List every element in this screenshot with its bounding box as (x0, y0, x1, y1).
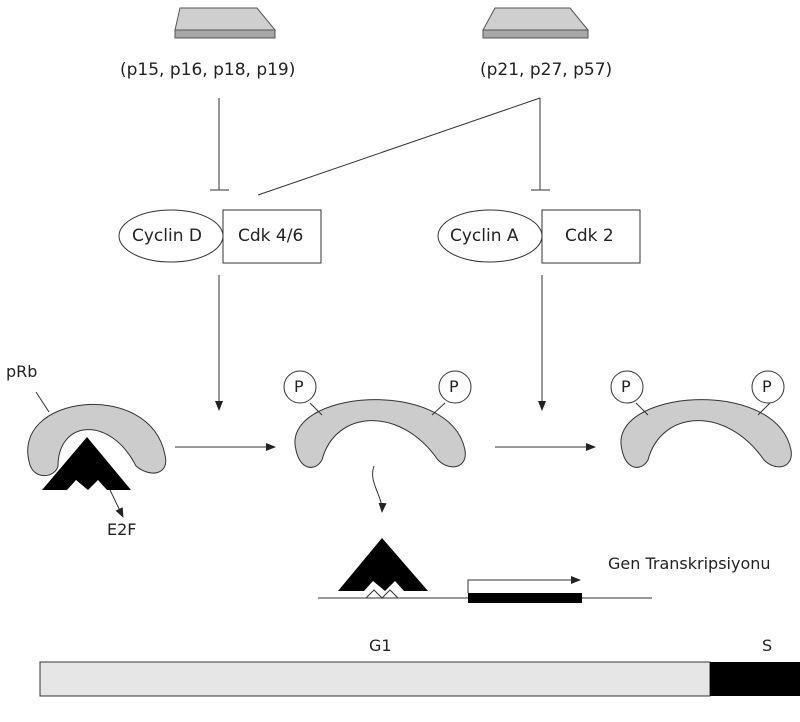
phase-s-label: S (762, 636, 773, 655)
e2f-label: E2F (107, 520, 137, 539)
cdk2-label: Cdk 2 (565, 226, 614, 246)
phospho-label-3b: P (762, 377, 772, 396)
prb-leader-line (35, 391, 50, 413)
cdk2-box (541, 209, 641, 264)
cdk46-label: Cdk 4/6 (238, 226, 304, 246)
e2f-bound-shape (42, 437, 131, 490)
phospho-label-3a: P (621, 377, 631, 396)
transcription-arrow (467, 576, 581, 593)
inhibitor-label-right: (p21, p27, p57) (480, 60, 613, 80)
gene-block (468, 593, 582, 603)
e2f-free-shape (338, 538, 428, 591)
inhibit-line-cross (257, 97, 541, 196)
phospho-link-2a (309, 402, 323, 416)
prb-shape-2 (294, 399, 466, 468)
prb-shape-1 (27, 403, 167, 477)
phospho-link-2b (431, 402, 446, 416)
phospho-circle-3a (610, 370, 644, 404)
phospho-link-3a (635, 402, 649, 416)
prb-label: pRb (6, 362, 38, 381)
inhibitor-shape-left (174, 7, 277, 39)
phase-bar-s (710, 662, 800, 696)
phospho-circle-2b (438, 370, 472, 404)
cyclin-d-label: Cyclin D (132, 226, 202, 246)
prb-shape-3 (620, 399, 792, 468)
curved-release-arrow (372, 465, 387, 513)
phase-g1-label: G1 (369, 636, 392, 655)
transcription-label: Gen Transkripsiyonu (608, 554, 771, 573)
inhibitor-label-left: (p15, p16, p18, p19) (120, 60, 296, 80)
phospho-circle-2a (283, 370, 317, 404)
phospho-circle-3b (751, 370, 785, 404)
phospho-label-2a: P (294, 377, 304, 396)
cyclin-a-label: Cyclin A (450, 226, 519, 246)
phase-bar-g1 (39, 661, 711, 697)
inhibitor-shape-right (482, 7, 590, 39)
phospho-link-3b (757, 402, 771, 416)
dna-binding-site (365, 589, 399, 599)
e2f-arrow (109, 489, 124, 518)
phospho-label-2b: P (449, 377, 459, 396)
cdk46-box (222, 209, 322, 264)
